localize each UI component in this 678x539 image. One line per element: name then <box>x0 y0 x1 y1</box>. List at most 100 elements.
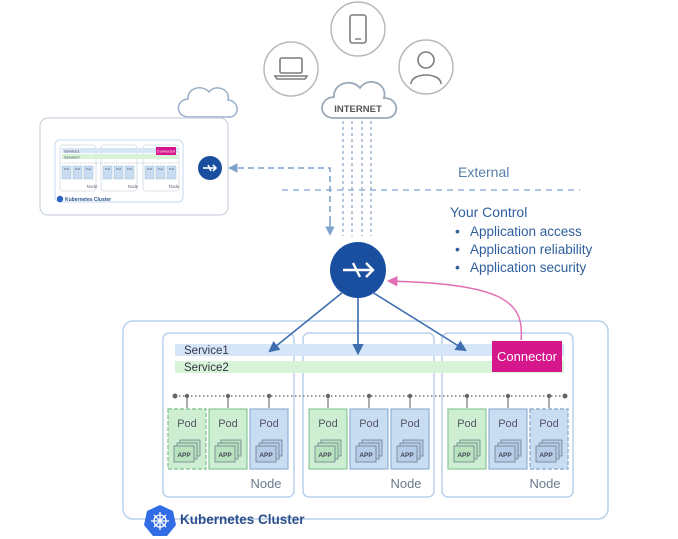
app-container-box <box>314 445 336 463</box>
app-label: APP <box>318 452 332 459</box>
user-icon <box>410 51 442 85</box>
control-bullet: • <box>455 223 460 239</box>
app-label: APP <box>457 452 471 459</box>
app-label: APP <box>218 452 232 459</box>
app-container-box <box>355 445 377 463</box>
gateway-icon <box>203 164 218 172</box>
mini-pod-label: Pod <box>105 167 111 171</box>
app-container-box <box>535 445 557 463</box>
mini-pod-label: Pod <box>75 167 81 171</box>
network-endpoint <box>562 393 568 399</box>
connector-box <box>492 341 562 372</box>
mini-node-label: Node <box>128 184 139 189</box>
mini-pod-label: Pod <box>64 167 70 171</box>
mini-kubernetes-icon <box>56 195 64 203</box>
internet-cloud: INTERNET <box>321 81 398 119</box>
pod-label: Pod <box>457 418 477 430</box>
node-label: Node <box>390 476 421 491</box>
gateway-icon <box>343 262 375 278</box>
pod-label: Pod <box>359 418 379 430</box>
app-container-box <box>494 445 516 463</box>
pod-network-dot <box>266 393 272 399</box>
pod-label: Pod <box>218 418 238 430</box>
cloud-icon <box>321 81 398 119</box>
app-label: APP <box>177 452 191 459</box>
pod-network-dot <box>464 393 470 399</box>
mobile-phone-icon <box>349 14 367 44</box>
mini-connector-box <box>156 147 176 155</box>
control-bullet: • <box>455 259 460 275</box>
connector-to-gateway-arrow <box>386 275 523 341</box>
mini-cluster-title: Kubernetes Cluster <box>65 197 111 203</box>
control-item: Application security <box>470 260 587 275</box>
remote-cluster-panel: Service1 Service2 Connector Pod Pod Pod … <box>39 117 229 216</box>
user-device <box>398 39 454 95</box>
mini-pod-label: Pod <box>169 167 175 171</box>
mini-pod-label: Pod <box>147 167 153 171</box>
internet-traffic-lines <box>342 121 372 236</box>
pod-network-dot <box>325 393 331 399</box>
laptop-icon <box>273 57 309 80</box>
mobile-device <box>330 1 386 57</box>
service2-label: Service2 <box>184 362 229 374</box>
pod-network-dot <box>225 393 231 399</box>
connector-label: Connector <box>497 349 558 364</box>
mini-pod-label: Pod <box>86 167 92 171</box>
service1-label: Service1 <box>184 345 229 357</box>
cloud-icon <box>177 87 238 118</box>
kubernetes-helm-icon <box>151 512 169 530</box>
service2-bar <box>175 361 564 373</box>
mini-pod-label: Pod <box>116 167 122 171</box>
kubernetes-logo <box>144 505 176 536</box>
app-label: APP <box>259 452 273 459</box>
network-endpoint <box>172 393 178 399</box>
node-label: Node <box>529 476 560 491</box>
app-container-box <box>453 445 475 463</box>
mini-pod-label: Pod <box>127 167 133 171</box>
node-label: Node <box>250 476 281 491</box>
mini-node-label: Node <box>87 184 98 189</box>
mini-pod-label: Pod <box>158 167 164 171</box>
pod-label: Pod <box>177 418 197 430</box>
mini-service1-label: Service1 <box>64 149 80 154</box>
app-container-box <box>173 445 195 463</box>
app-label: APP <box>498 452 512 459</box>
remote-gateway <box>198 156 222 180</box>
your-control-block: Your Control • Application access • Appl… <box>450 204 593 275</box>
pod-network-dot <box>366 393 372 399</box>
mini-service2-label: Service2 <box>64 155 80 160</box>
app-label: APP <box>400 452 414 459</box>
remote-connection-arrow <box>228 163 331 222</box>
pod-network-dot <box>546 393 552 399</box>
kubernetes-cluster-title: Kubernetes Cluster <box>180 512 305 527</box>
pod-label: Pod <box>318 418 338 430</box>
mini-node-label: Node <box>169 184 180 189</box>
pod-network-dot <box>407 393 413 399</box>
mini-connector-label: Connector <box>157 149 176 154</box>
external-label: External <box>458 164 509 180</box>
gateway-to-services-arrows <box>268 291 467 356</box>
app-label: APP <box>539 452 553 459</box>
pod-label: Pod <box>539 418 559 430</box>
app-label: APP <box>359 452 373 459</box>
pod-label: Pod <box>400 418 420 430</box>
pods-layer: PodAPPPodAPPPodAPPPodAPPPodAPPPodAPPPodA… <box>167 393 569 470</box>
control-item: Application reliability <box>470 242 593 257</box>
pod-network-dot <box>505 393 511 399</box>
laptop-device <box>263 41 319 97</box>
pod-label: Pod <box>498 418 518 430</box>
main-gateway <box>330 242 386 298</box>
mini-pod-labels: Pod Pod Pod Pod Pod Pod Pod Pod Pod <box>64 167 175 171</box>
app-container-box <box>214 445 236 463</box>
app-container-box <box>396 445 418 463</box>
mini-pods <box>61 165 177 180</box>
